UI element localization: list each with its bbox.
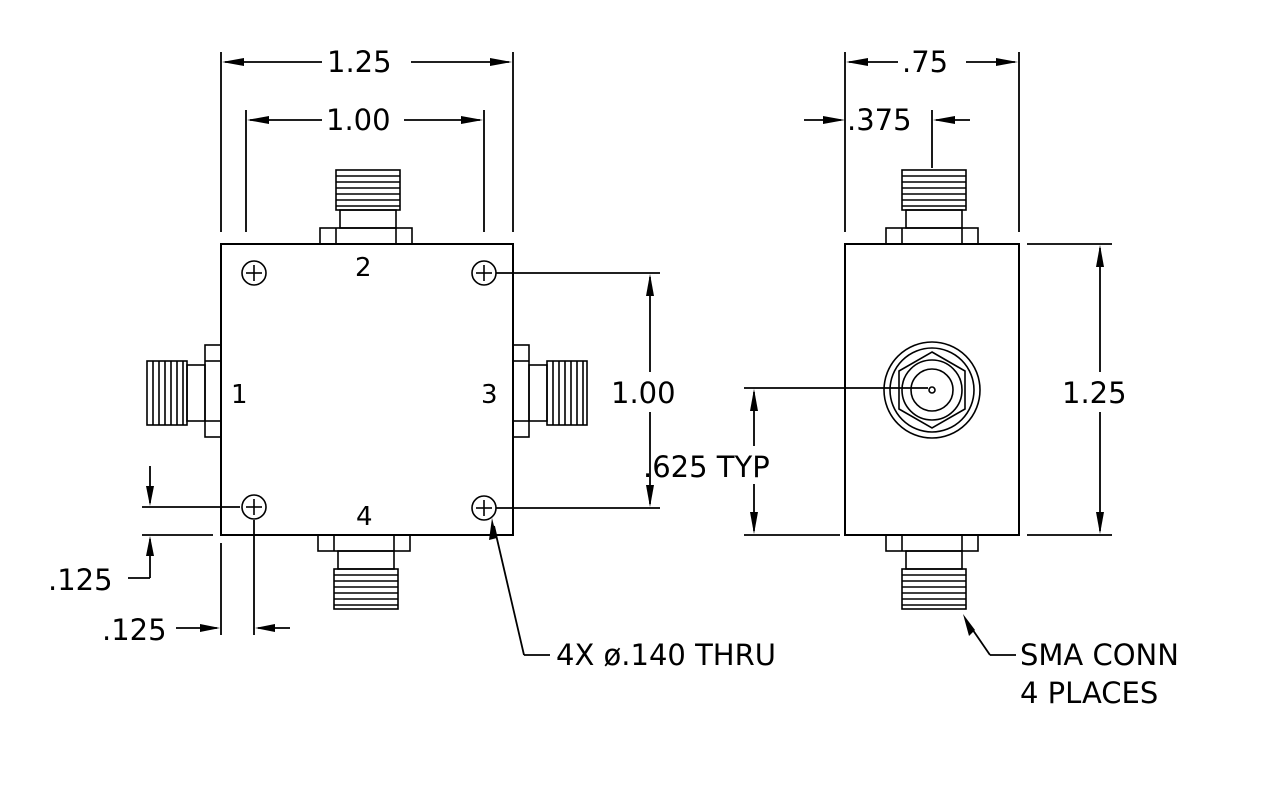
dimension-label-hole-offset-horizontal: .125 [102,613,167,647]
mounting-hole-bottom-right [471,495,497,521]
dimension-label-side-width: .75 [902,45,948,79]
sma-connector-side-top [885,169,979,245]
dimension-label-hole-offset-vertical: .125 [48,563,113,597]
dimension-side-width: .75 [844,45,1020,232]
dimension-label-side-height: 1.25 [1062,376,1127,410]
port-label-4: 4 [356,502,373,532]
port-label-2: 2 [355,253,372,283]
sma-connector-side-bottom [885,534,979,610]
dimension-label-hole-spacing-height: 1.00 [611,376,676,410]
leader-sma-callout: SMA CONN 4 PLACES [963,614,1179,710]
dimension-side-height: 1.25 [1027,243,1127,536]
sma-connector-right [512,344,588,438]
port-label-3: 3 [481,380,498,410]
side-body-outline [844,243,1020,536]
mounting-hole-bottom-left [241,494,267,520]
mounting-hole-top-right [471,260,497,286]
leader-hole-callout: 4X ø.140 THRU [489,518,776,672]
dimension-hole-spacing-width: 1.00 [245,103,485,232]
sma-connector-top [319,169,413,245]
sma-connector-left [146,344,222,438]
side-view: .75 .375 1.25 . [643,45,1179,710]
dimension-connector-offset: .375 [804,103,970,168]
dimension-overall-width: 1.25 [220,45,514,232]
mounting-hole-top-left [241,260,267,286]
port-label-1: 1 [231,380,248,410]
sma-connector-end-view [883,341,981,439]
sma-callout-line-2: 4 PLACES [1020,676,1158,710]
sma-connector-bottom [317,534,411,610]
dimension-hole-spacing-height: 1.00 [496,272,676,509]
sma-callout-line-1: SMA CONN [1020,638,1179,672]
hole-callout-text: 4X ø.140 THRU [556,638,776,672]
dimension-label-connector-offset: .375 [847,103,912,137]
dimension-connector-height: .625 TYP [643,387,928,536]
dimension-hole-offset-vertical: .125 [48,466,240,597]
front-view: 1 2 3 4 1.25 1.00 [48,45,776,672]
dimension-label-hole-spacing-width: 1.00 [326,103,391,137]
dimension-hole-offset-horizontal: .125 [102,520,290,647]
dimension-label-overall-width: 1.25 [327,45,392,79]
dimension-label-connector-height: .625 TYP [643,450,770,484]
front-body-outline [220,243,514,536]
